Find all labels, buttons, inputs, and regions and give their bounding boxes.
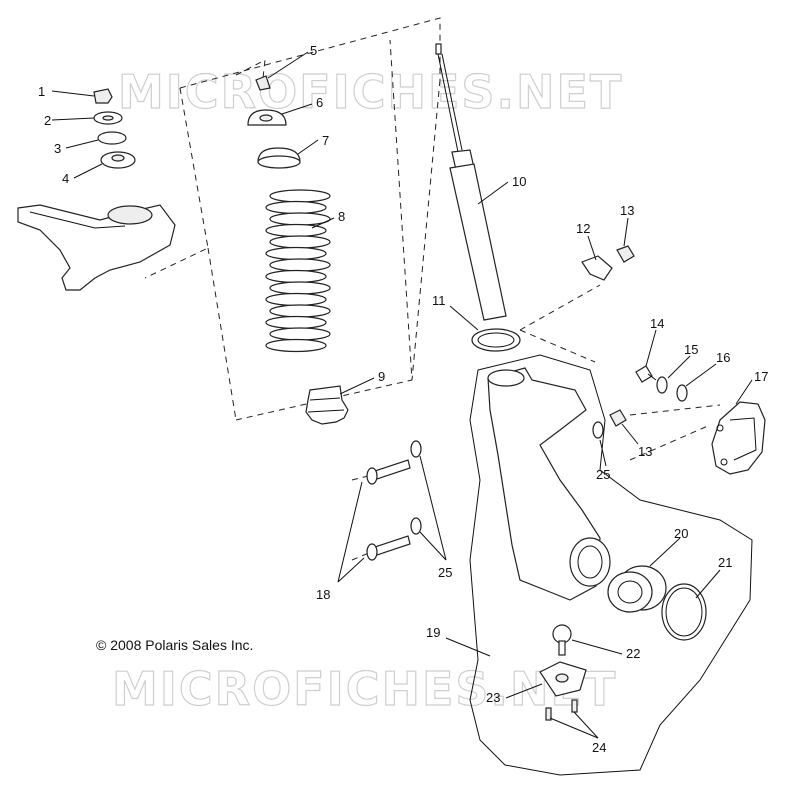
spring-coil	[269, 258, 331, 272]
callout-15: 15	[684, 342, 698, 357]
callout-8: 8	[338, 209, 345, 224]
ball-joint	[539, 624, 587, 721]
callout-7: 7	[322, 133, 329, 148]
watermark-bottom: MICROFICHES.NET	[112, 662, 617, 716]
spring-coil	[265, 269, 327, 284]
callout-22: 22	[626, 646, 640, 661]
brake-line-clip	[581, 255, 613, 281]
spring-coil	[269, 212, 331, 226]
callout-labels: 1 2 3 4 5 6 7 8 9 10 11 12 13 13 14 15 1…	[38, 43, 768, 755]
coil-spring	[265, 189, 331, 353]
callout-12: 12	[576, 221, 590, 236]
steering-knuckle	[469, 354, 753, 776]
leader-lines	[51, 51, 753, 739]
nut-13a	[616, 245, 635, 263]
wheel-bearing	[607, 565, 667, 613]
callout-13b: 13	[638, 444, 652, 459]
strut	[435, 43, 507, 321]
callout-17: 17	[754, 369, 768, 384]
copyright-notice: © 2008 Polaris Sales Inc.	[96, 637, 253, 653]
callout-4: 4	[62, 171, 69, 186]
bump-stop	[305, 385, 349, 425]
callout-21: 21	[718, 555, 732, 570]
nut-13b	[609, 409, 627, 427]
control-arm	[17, 204, 176, 291]
spring-coil	[265, 200, 327, 215]
spring-coil	[265, 315, 327, 330]
spring-coil	[265, 246, 327, 261]
callout-19: 19	[426, 625, 440, 640]
callout-14: 14	[650, 316, 664, 331]
callout-2: 2	[44, 113, 51, 128]
callout-3: 3	[54, 141, 61, 156]
spring-coil	[269, 327, 331, 341]
snap-ring	[661, 583, 707, 641]
spring-seat-parts	[247, 75, 301, 169]
spring-coil	[265, 338, 327, 353]
callout-13a: 13	[620, 203, 634, 218]
knuckle-bolts	[366, 421, 604, 561]
callout-18: 18	[316, 587, 330, 602]
upper-mount-stack	[93, 88, 136, 169]
spring-coil	[269, 189, 331, 203]
caliper-bolt-set	[635, 365, 688, 402]
callout-6: 6	[316, 95, 323, 110]
callout-1: 1	[38, 84, 45, 99]
spring-coil	[265, 292, 327, 307]
callout-24: 24	[592, 740, 606, 755]
callout-11: 11	[432, 293, 446, 308]
spring-coil	[269, 281, 331, 295]
callout-25a: 25	[596, 467, 610, 482]
brake-caliper	[711, 401, 766, 475]
o-ring	[471, 328, 521, 352]
callout-10: 10	[512, 174, 526, 189]
spring-coil	[265, 223, 327, 238]
watermark-top: MICROFICHES.NET	[118, 65, 623, 119]
callout-5: 5	[310, 43, 317, 58]
callout-25b: 25	[438, 565, 452, 580]
callout-16: 16	[716, 350, 730, 365]
callout-23: 23	[486, 690, 500, 705]
callout-9: 9	[378, 369, 385, 384]
callout-20: 20	[674, 526, 688, 541]
spring-coil	[269, 304, 331, 318]
spring-coil	[269, 235, 331, 249]
